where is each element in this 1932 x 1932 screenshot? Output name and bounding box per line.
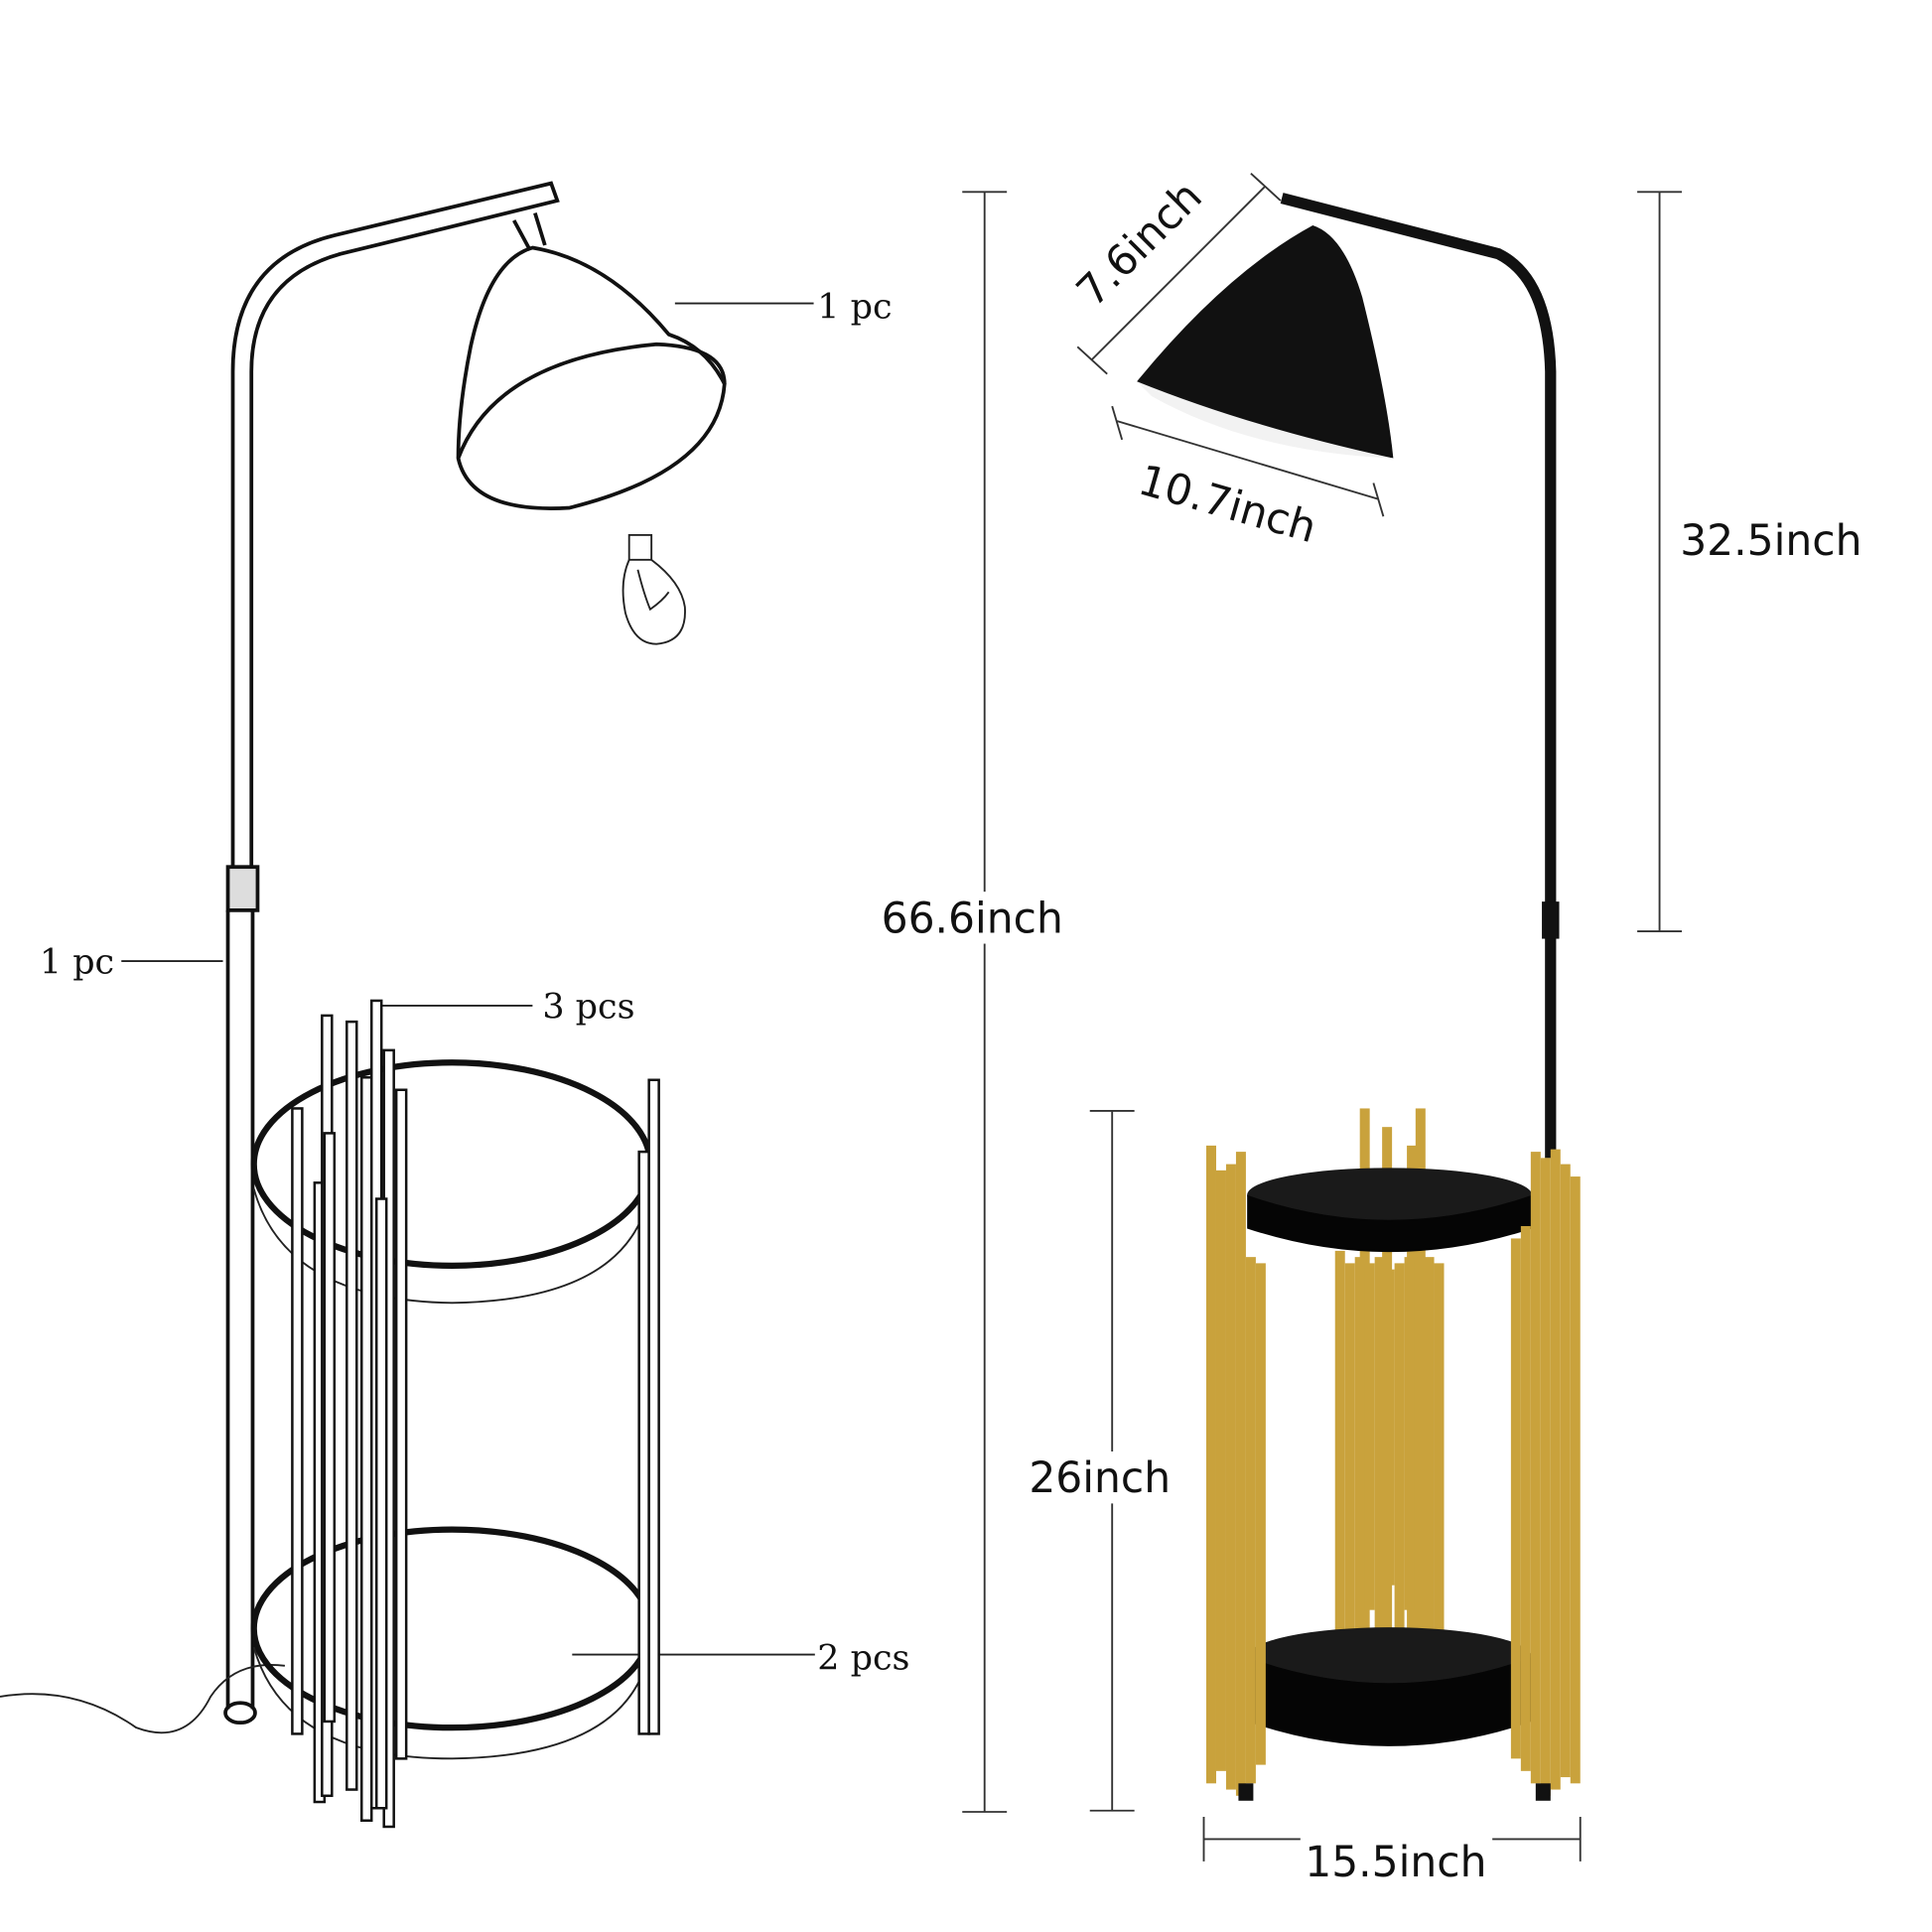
exploded-view: 1 pc 1 pc 3 pcs 2 pcs	[0, 181, 909, 1829]
lamp-shade	[1137, 225, 1394, 459]
callout-rods: 3 pcs	[542, 987, 634, 1027]
table-foot	[1238, 1783, 1254, 1801]
rod	[1255, 1263, 1266, 1765]
rod	[1550, 1149, 1561, 1790]
bottom-shelf-edge	[252, 1646, 651, 1760]
callout-pole: 1 pc	[40, 942, 114, 982]
table-gold-rods-back	[1334, 1108, 1445, 1635]
rod	[1540, 1158, 1551, 1796]
assembled-view	[1137, 193, 1581, 1801]
lamp-arm	[1280, 193, 1557, 1159]
top-shelf	[1247, 1168, 1533, 1223]
rod	[323, 1132, 337, 1724]
rod	[394, 1088, 408, 1760]
callout-shelves: 2 pcs	[817, 1639, 909, 1679]
rod	[1206, 1145, 1216, 1784]
callout-shade: 1 pc	[817, 288, 892, 328]
lower-pole-outline	[225, 909, 255, 1710]
power-cord	[0, 1664, 286, 1734]
bottom-shelf-side	[1247, 1657, 1533, 1746]
rod	[1245, 1257, 1256, 1784]
top-shelf-edge	[252, 1188, 651, 1305]
pole-connector	[225, 865, 260, 912]
rod	[1235, 1152, 1246, 1796]
dimension-upper-pole: 32.5inch	[1637, 191, 1862, 933]
pole-joint	[1542, 901, 1560, 939]
shade-height-label: 7.6inch	[1067, 173, 1211, 317]
rod	[1354, 1257, 1365, 1635]
shade-mount	[512, 212, 547, 251]
rod	[1344, 1263, 1355, 1635]
rod	[1424, 1257, 1435, 1635]
dimension-total-height: 66.6inch	[873, 191, 1072, 1813]
dimension-table-width: 15.5inch	[1202, 1816, 1582, 1888]
upper-pole-label: 32.5inch	[1680, 517, 1862, 566]
table-width-label: 15.5inch	[1305, 1839, 1486, 1887]
table-gold-rods-front	[1206, 1145, 1581, 1796]
rod	[345, 1020, 358, 1791]
rod	[1394, 1263, 1405, 1635]
rod	[1414, 1263, 1425, 1635]
bottom-shelf	[1247, 1627, 1533, 1688]
lamp-arm-outline	[230, 181, 560, 868]
rod	[1510, 1238, 1521, 1759]
rod	[647, 1078, 660, 1735]
rod	[1560, 1164, 1571, 1778]
shade-width-label: 10.7inch	[1133, 457, 1321, 554]
shade-rim	[456, 342, 727, 460]
rod	[291, 1107, 304, 1735]
rod	[374, 1197, 388, 1810]
pole-base	[223, 1701, 257, 1725]
rod	[1520, 1225, 1531, 1771]
rod	[360, 1076, 373, 1822]
exploded-rods	[291, 999, 660, 1829]
rod	[637, 1150, 650, 1735]
rod	[1374, 1257, 1385, 1635]
rod	[1434, 1263, 1445, 1635]
rod	[1334, 1250, 1345, 1635]
rod	[1384, 1269, 1395, 1586]
rod	[1215, 1170, 1226, 1771]
top-shelf-side	[1247, 1194, 1533, 1253]
rod	[1225, 1164, 1236, 1790]
total-height-label: 66.6inch	[882, 895, 1063, 943]
rod	[1404, 1257, 1415, 1610]
lightbulb-icon	[621, 533, 686, 645]
dimension-table-height: 26inch	[1028, 1110, 1177, 1812]
rod	[1570, 1176, 1581, 1784]
table-foot	[1535, 1783, 1551, 1801]
table-height-label: 26inch	[1029, 1454, 1171, 1503]
rod	[1530, 1152, 1541, 1784]
shade-outline	[456, 245, 727, 510]
rod	[1364, 1263, 1375, 1610]
